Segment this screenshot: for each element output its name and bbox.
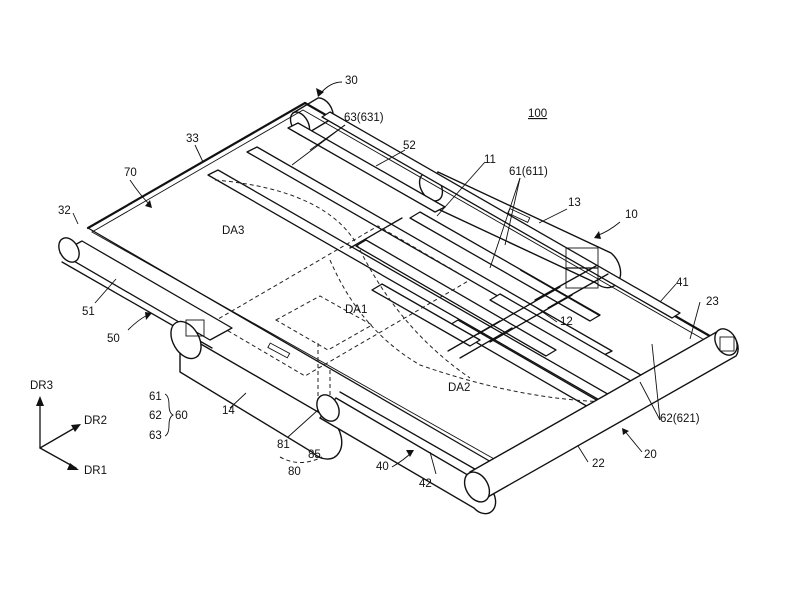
label-61-611: 61(611) [509,166,548,178]
bracket-80 [279,456,323,463]
label-100: 100 [528,108,547,120]
label-40: 40 [376,461,389,473]
label-50: 50 [107,333,120,345]
label-51: 51 [82,306,95,318]
label-33: 33 [186,133,199,145]
label-22: 22 [592,458,605,470]
label-62-621: 62(621) [660,413,700,425]
roller-32 [58,237,233,349]
legend-61: 61 [149,391,162,403]
legend-62: 62 [149,410,162,422]
pointer-arrows [127,81,643,468]
legend-brace-60 [164,393,175,437]
reference-labels: 30 100 63(631) 33 52 70 11 61(611) 13 10… [30,75,719,490]
flexible-region-curves [214,179,611,403]
roller-14 [170,319,343,460]
label-23: 23 [706,296,719,308]
label-42: 42 [419,478,432,490]
cross-connectors [349,217,609,359]
label-41: 41 [676,277,689,289]
label-70: 70 [124,167,137,179]
label-80: 80 [288,466,301,478]
label-13: 13 [568,197,581,209]
label-85: 85 [308,449,321,461]
label-da3: DA3 [222,225,244,237]
legend-63: 63 [149,430,162,442]
label-11: 11 [484,154,496,166]
label-81: 81 [277,439,290,451]
leader-lines [72,124,701,475]
label-63-631: 63(631) [344,112,384,124]
label-dr2: DR2 [84,415,107,427]
label-30: 30 [345,75,358,87]
label-52: 52 [403,140,416,152]
housing-10 [565,247,599,289]
roller-22 [463,328,739,503]
direction-axes [36,396,81,470]
label-32: 32 [58,205,71,217]
label-da1: DA1 [345,304,367,316]
label-dr1: DR1 [84,465,107,477]
label-20: 20 [644,449,657,461]
label-dr3: DR3 [30,380,53,392]
label-10: 10 [625,209,638,221]
label-12: 12 [560,316,573,328]
label-14: 14 [222,405,235,417]
label-da2: DA2 [448,382,470,394]
legend-60: 60 [175,410,188,422]
support-bars [207,111,681,414]
